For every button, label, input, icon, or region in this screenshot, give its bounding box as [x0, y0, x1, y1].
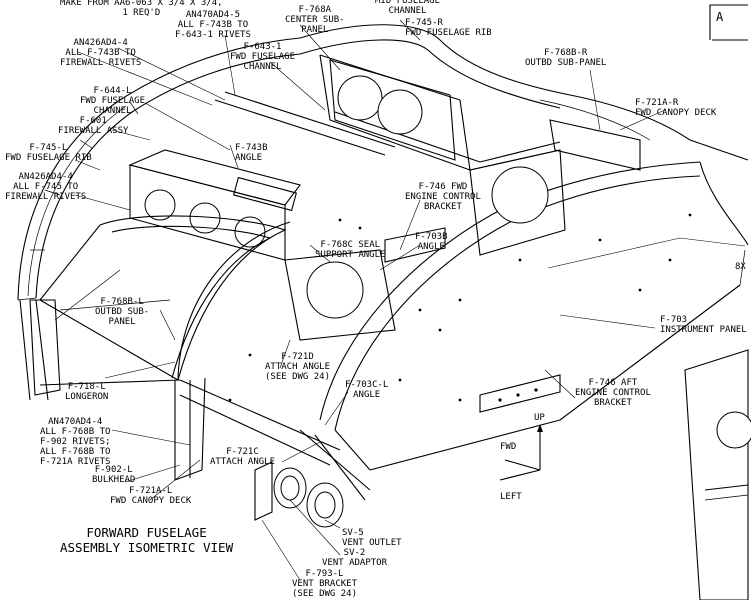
rivet-marks — [228, 213, 692, 402]
label-f644l: F-644-L FWD FUSELAGE CHANNEL — [80, 86, 146, 116]
axis-fwd-label: FWD — [500, 442, 517, 452]
label-f768br: F-768B-R OUTBD SUB-PANEL — [525, 48, 607, 68]
label-f721c: F-721C ATTACH ANGLE — [210, 447, 276, 467]
label-f746aft: F-746 AFT ENGINE CONTROL BRACKET — [575, 378, 651, 408]
label-f721al: F-721A-L FWD CANOPY DECK — [110, 486, 192, 506]
section-detail-right — [684, 4, 751, 600]
label-sv5: SV-5 VENT OUTLET — [342, 528, 402, 548]
label-f768bl: F-768B-L OUTBD SUB- PANEL — [95, 297, 150, 327]
fwd-fuselage-rib-right — [299, 24, 749, 161]
label-f768a: F-768A CENTER SUB- PANEL — [285, 5, 345, 35]
label-f721d: F-721D ATTACH ANGLE (SEE DWG 24) — [265, 352, 331, 382]
center-sub-panel — [329, 59, 456, 161]
axis-up-label: UP — [534, 413, 545, 423]
label-f703: F-703 INSTRUMENT PANEL — [660, 315, 747, 335]
vent-assembly — [254, 461, 344, 528]
outbd-sub-panel-left — [39, 215, 291, 381]
section-mark: A — [716, 10, 724, 24]
label-f718l: F-718-L LONGERON — [65, 382, 109, 402]
mid-bulkhead — [284, 119, 641, 341]
label-f793l: F-793-L VENT BRACKET (SEE DWG 24) — [292, 569, 358, 599]
make-from-note: MAKE FROM AA6-063 X 3/4 X 3/4, 1 REQ'D — [60, 0, 223, 18]
leader-lines — [74, 19, 746, 581]
label-f643: F-643-1 FWD FUSELAGE CHANNEL — [230, 42, 296, 72]
label-an426-f743b: AN426AD4-4 ALL F-743B TO FIREWALL RIVETS — [60, 38, 142, 68]
firewall-sub-panel-left — [128, 149, 301, 261]
label-qty-8x: 8X — [735, 262, 746, 272]
longeron-and-bulkhead — [19, 299, 371, 501]
label-f745r: F-745-R FWD FUSELAGE RIB — [405, 18, 492, 38]
label-f721ar: F-721A-R FWD CANOPY DECK — [635, 98, 717, 118]
label-f703b: F-703B ANGLE — [415, 232, 448, 252]
label-mid-fuselage-channel: MID FUSELAGE CHANNEL — [375, 0, 441, 16]
label-f743b: F-743B ANGLE — [235, 143, 268, 163]
label-f746fwd: F-746 FWD ENGINE CONTROL BRACKET — [405, 182, 481, 212]
label-sv2: SV-2 VENT ADAPTOR — [322, 548, 388, 568]
firewall-arch — [17, 37, 301, 301]
label-an470-f743b: AN470AD4-5 ALL F-743B TO F-643-1 RIVETS — [175, 10, 251, 40]
drawing-title: FORWARD FUSELAGE ASSEMBLY ISOMETRIC VIEW — [60, 525, 234, 555]
label-f902l: F-902-L BULKHEAD — [92, 465, 136, 485]
label-f768c: F-768C SEAL SUPPORT ANGLE — [315, 240, 386, 260]
label-f601: F-601 FIREWALL ASSY — [58, 116, 129, 136]
engine-control-brackets — [384, 227, 561, 413]
axis-left-label: LEFT — [500, 492, 522, 502]
label-an470-f768b: AN470AD4-4 ALL F-768B TO F-902 RIVETS; A… — [40, 417, 111, 467]
label-f703cl: F-703C-L ANGLE — [345, 380, 389, 400]
label-an426-f745: AN426AD4-4 ALL F-745 TO FIREWALL RIVETS — [5, 172, 87, 202]
label-f745l: F-745-L FWD FUSELAGE RIB — [5, 143, 92, 163]
orientation-axes — [499, 424, 543, 481]
